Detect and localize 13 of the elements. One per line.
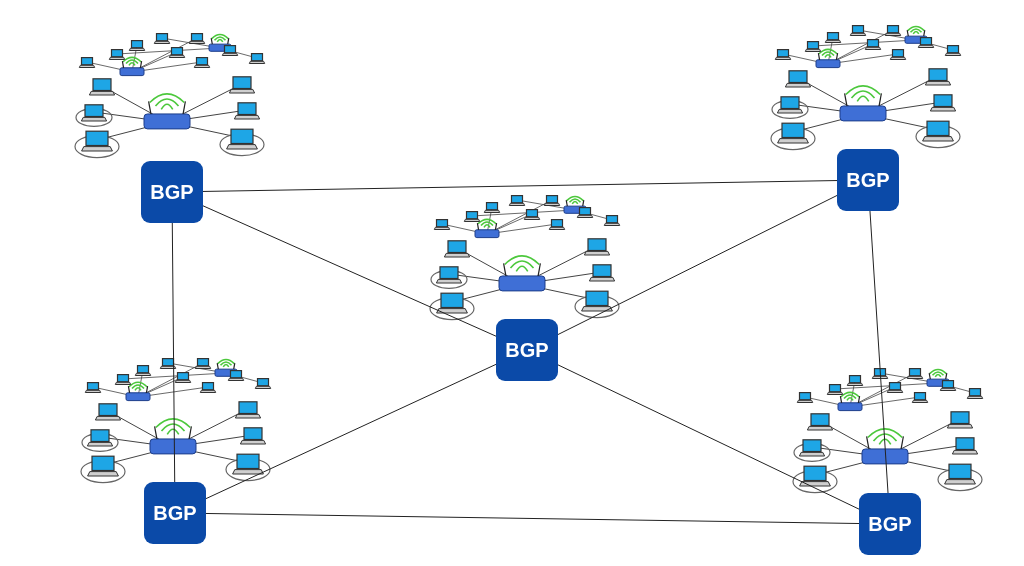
connector-line [869,210,889,494]
node-box: BGP [837,149,899,211]
node-box: BGP [859,493,921,555]
node-box: BGP [144,482,206,544]
connector-line [205,513,860,524]
connector-line [205,363,497,500]
connector-line [202,205,497,337]
node-box: BGP [141,161,203,223]
connector-line [557,364,860,510]
node-box: BGP [496,319,558,381]
connector-line [557,194,838,336]
connector-line [202,180,838,192]
connector-line [171,222,176,483]
